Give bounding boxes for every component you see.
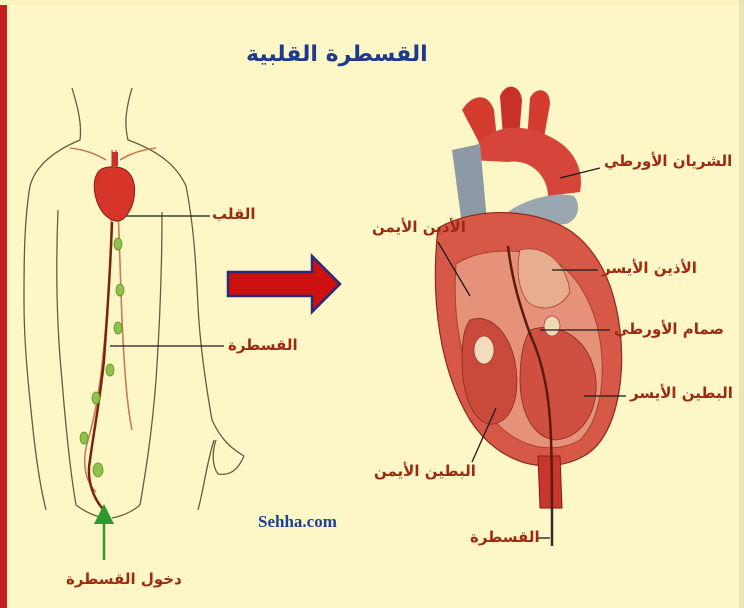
label-catheter-body: القسطرة xyxy=(228,336,298,354)
body-leader-lines xyxy=(110,216,224,346)
transition-arrow xyxy=(228,256,340,312)
label-right-atrium: الأذين الأيمن xyxy=(372,218,466,236)
label-catheter-entry: دخول القسطرة xyxy=(66,570,182,588)
green-markers xyxy=(80,238,124,477)
label-right-ventricle: البطين الأيمن xyxy=(374,462,476,480)
label-aortic-valve: صمام الأورطي xyxy=(614,320,724,338)
label-catheter-heart: القسطرة xyxy=(470,528,540,546)
body-heart xyxy=(94,152,134,221)
diagram-title: القسطرة القلبية xyxy=(246,42,428,67)
label-left-ventricle: البطين الأيسر xyxy=(630,384,733,402)
label-aorta: الشريان الأورطي xyxy=(604,152,732,170)
label-heart: القلب xyxy=(212,205,256,223)
label-left-atrium: الأذين الأيسر xyxy=(602,259,697,277)
watermark-text: Sehha.com xyxy=(258,512,337,532)
